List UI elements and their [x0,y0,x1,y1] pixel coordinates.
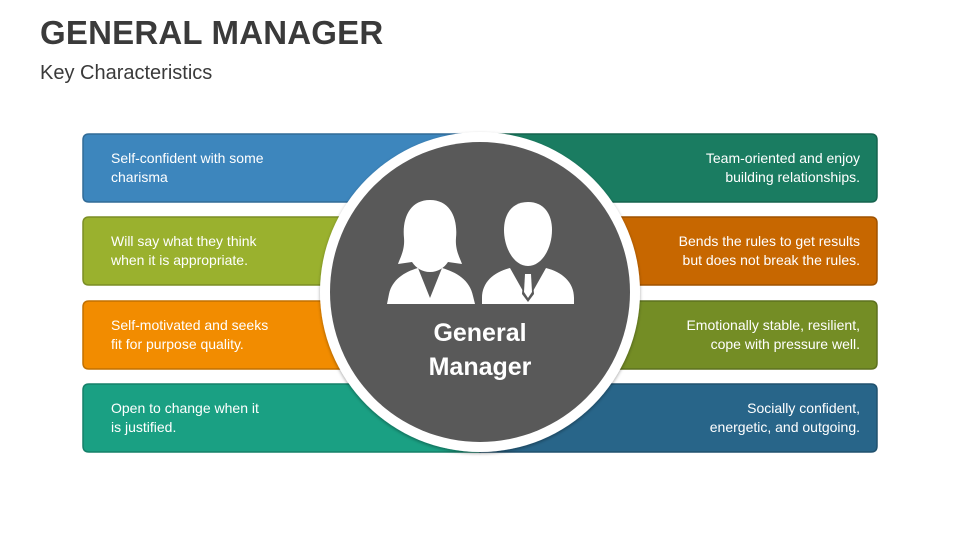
businesswoman-icon [387,200,475,304]
left-card-3-text: Self-motivated and seeks fit for purpose… [111,317,269,352]
right-card-3-text: Emotionally stable, resilient, cope with… [686,317,860,352]
businessman-icon [482,202,574,304]
tie-icon [522,272,534,302]
left-card-1-text: Self-confident with some charisma [111,150,264,185]
center-label: General Manager [428,319,532,381]
left-card-2-text: Will say what they think when it is appr… [111,233,257,268]
right-card-4-text: Socially confident, energetic, and outgo… [709,400,860,435]
page-title: GENERAL MANAGER [40,14,384,51]
left-card-4-text: Open to change when it is justified. [111,400,259,435]
center-circle [330,142,630,442]
right-card-2-text: Bends the rules to get results but does … [678,233,860,268]
right-card-1-text: Team-oriented and enjoy building relatio… [705,150,860,185]
page-subtitle: Key Characteristics [40,62,213,84]
